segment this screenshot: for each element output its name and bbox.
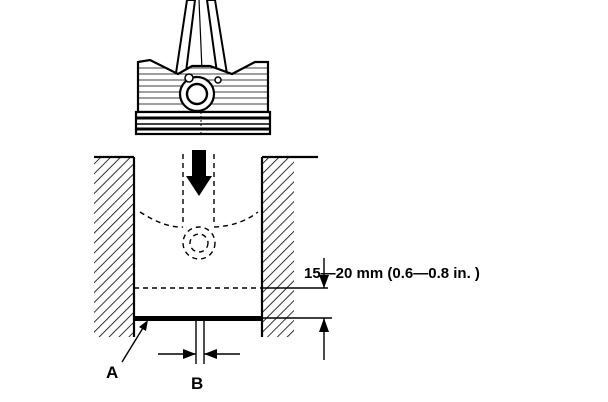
push-down-arrow	[186, 150, 212, 196]
piston-ring	[134, 316, 262, 321]
callout-a-leader	[121, 322, 147, 363]
piston	[134, 58, 272, 136]
callout-b-label: B	[191, 374, 203, 393]
piston-ring-lands	[134, 110, 272, 136]
piston-in-bore-phantom	[139, 154, 259, 260]
callout-a-label: A	[106, 363, 118, 382]
ring-end-gap	[158, 316, 240, 364]
dimension-label: 15—20 mm (0.6—0.8 in. )	[304, 265, 480, 282]
cylinder-wall-right	[260, 155, 318, 337]
cylinder-wall-left	[94, 155, 136, 337]
piston-pin	[185, 82, 209, 106]
